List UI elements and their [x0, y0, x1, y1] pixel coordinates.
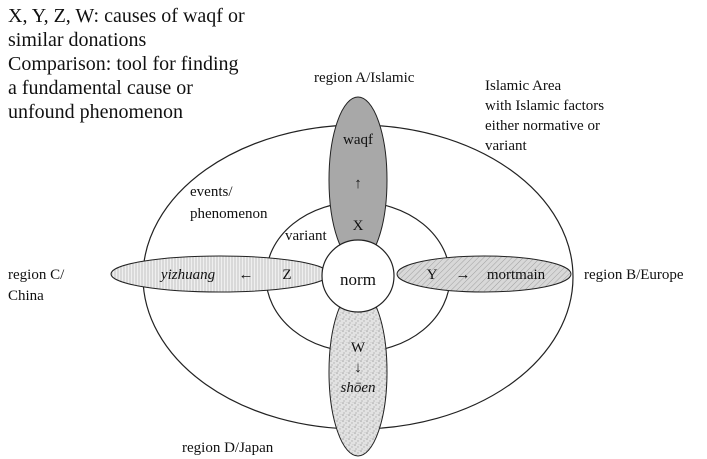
region-d-label: region D/Japan [182, 440, 274, 456]
legend-text: X, Y, Z, W: causes of waqf or similar do… [8, 4, 245, 124]
left-petal-arrow: ← [239, 267, 254, 283]
right-petal-term: mortmain [487, 267, 546, 283]
right-petal-arrow: → [456, 267, 471, 283]
region-a-label: region A/Islamic [314, 70, 415, 86]
norm-core-circle [321, 239, 395, 313]
islamic-area-line-4: variant [485, 138, 527, 154]
outer-ring-label-line2: phenomenon [190, 206, 268, 222]
islamic-area-line-1: Islamic Area [485, 78, 562, 94]
legend-line-3: Comparison: tool for finding [8, 53, 239, 75]
region-c-label-line2: China [8, 288, 44, 304]
legend-line-5: unfound phenomenon [8, 101, 183, 123]
top-petal-arrow: ↑ [354, 176, 362, 192]
legend-line-1: X, Y, Z, W: causes of waqf or [8, 5, 245, 27]
legend-line-4: a fundamental cause or [8, 77, 193, 99]
bottom-petal-term: shōen [341, 380, 376, 396]
bottom-petal-arrow: ↓ [354, 360, 362, 376]
petal-left-china [110, 255, 330, 293]
top-petal-cause: X [353, 218, 364, 234]
top-petal-term: waqf [343, 132, 373, 148]
left-petal-cause: Z [282, 267, 291, 283]
islamic-area-line-2: with Islamic factors [485, 98, 605, 114]
core-label: norm [340, 270, 376, 289]
region-b-label: region B/Europe [584, 267, 684, 283]
legend-line-2: similar donations [8, 29, 147, 51]
region-c-label-line1: region C/ [8, 267, 65, 283]
right-petal-cause: Y [427, 267, 438, 283]
outer-ring-label-line1: events/ [190, 184, 233, 200]
middle-ring-label: variant [285, 228, 327, 244]
left-petal-term: yizhuang [159, 267, 216, 283]
bottom-petal-cause: W [351, 340, 366, 356]
islamic-area-line-3: either normative or [485, 118, 600, 134]
islamic-area-note: Islamic Area with Islamic factors either… [485, 76, 604, 156]
petal-right-europe [396, 255, 572, 293]
